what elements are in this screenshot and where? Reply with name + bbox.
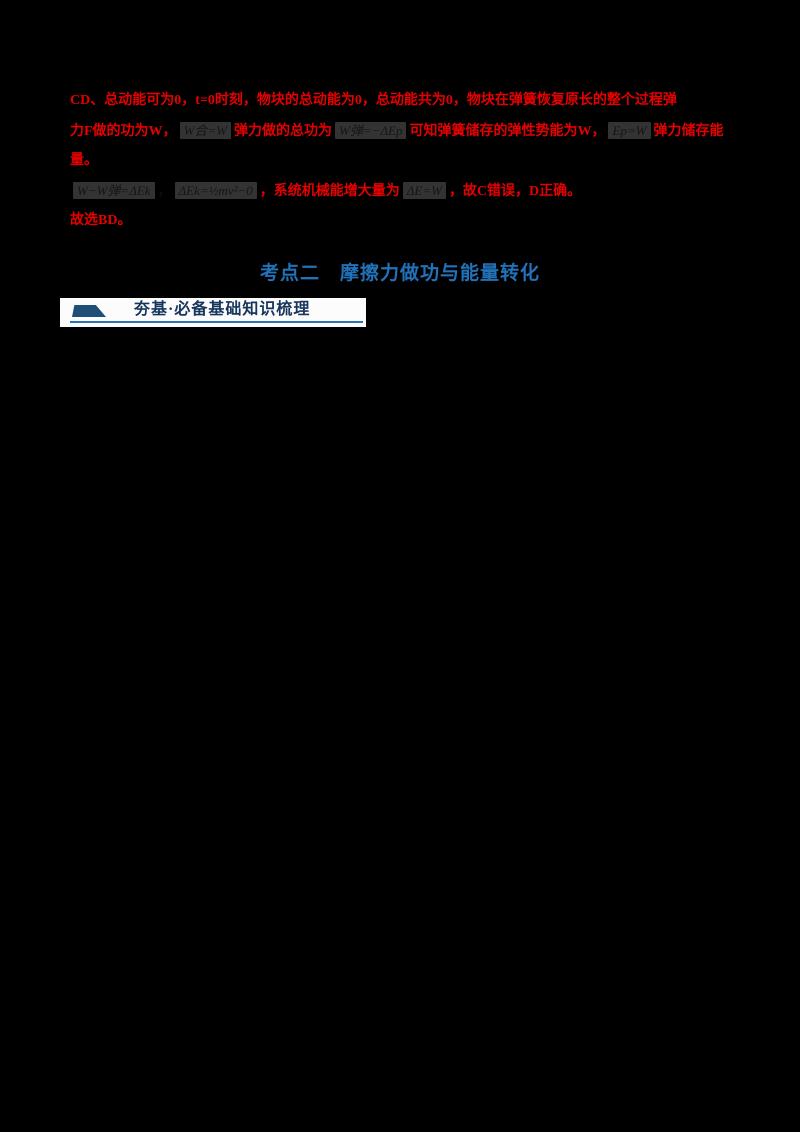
answer-text-segment: 力F做的功为W， [70,124,177,139]
knowledge-bar: 夯基·必备基础知识梳理 [60,298,366,327]
answer-text-segment: 弹力储存能 [653,124,724,139]
knowledge-bar-label: 夯基·必备基础知识梳理 [134,301,311,318]
equation-field: W−W弹=ΔEk [73,182,155,199]
answer-text-segment: 量。 [70,153,98,168]
equation-field: W合=W [179,122,231,139]
answer-line: CD、总动能可为0，t=0时刻，物块的总动能为0，总动能共为0，物块在弹簧恢复原… [70,86,740,116]
section-heading: 考点二 摩擦力做功与能量转化 [259,263,540,284]
answer-text-segment: CD、总动能可为0，t=0时刻，物块的总动能为0，总动能共为0，物块在弹簧恢复原… [70,93,677,108]
answer-text-segment: 可知弹簧储存的弹性势能为W， [409,124,606,139]
trapezoid-accent-icon [72,305,106,317]
equation-field: ΔEk=½mv²−0 [174,182,257,199]
answer-text-segment: ，系统机械能增大量为 [259,184,400,199]
answer-line: 故选BD。 [70,206,740,236]
answer-text-segment: 故选BD。 [70,213,132,228]
answer-text-segment: ，故C错误，D正确。 [448,184,582,199]
answer-text-segment: 弹力做的总功为 [234,124,332,139]
answer-paragraph: CD、总动能可为0，t=0时刻，物块的总动能为0，总动能共为0，物块在弹簧恢复原… [70,86,740,236]
equation-field: ΔE=W [402,182,446,199]
knowledge-bar-underline [70,321,363,323]
answer-text-segment: ， [157,184,172,199]
answer-line: 量。 [70,146,740,176]
equation-field: W弹=−ΔEp [335,122,407,139]
equation-field: Ep=W [608,122,651,139]
